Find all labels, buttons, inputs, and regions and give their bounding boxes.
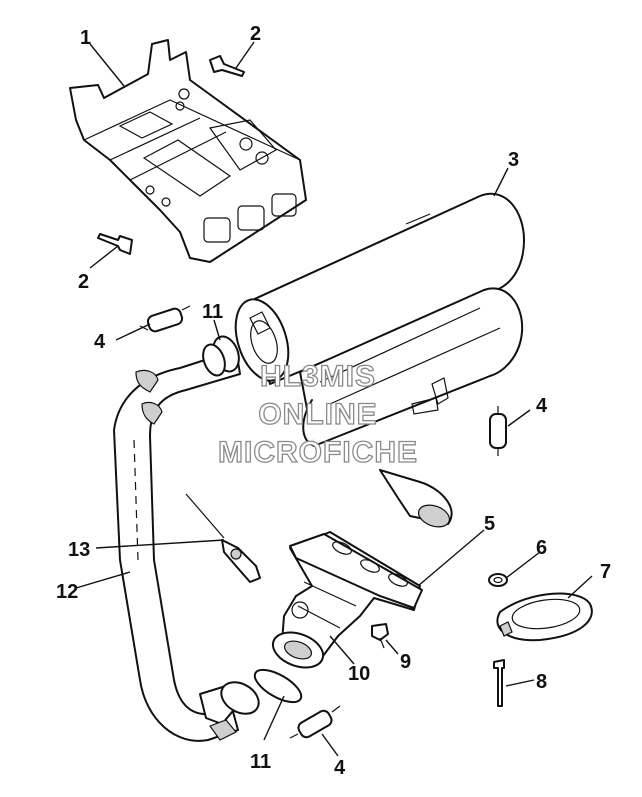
- callout-1: 1: [80, 27, 91, 49]
- watermark-line-3: MICROFICHE: [218, 436, 418, 469]
- sensor-icon: [185, 493, 261, 583]
- callout-3: 3: [508, 149, 519, 171]
- muffler-icon: [234, 193, 525, 528]
- rivet-icon: [493, 659, 505, 707]
- gasket-plate-icon: [496, 592, 593, 642]
- mounting-bracket-icon: [69, 39, 307, 263]
- callout-4-bottom: 4: [334, 757, 346, 779]
- callout-2-top: 2: [250, 23, 261, 45]
- callout-2-left: 2: [78, 271, 89, 293]
- callout-6: 6: [536, 537, 547, 559]
- washer-icon: [488, 573, 508, 587]
- rivet-icon: [97, 55, 245, 255]
- leader-lines: [75, 41, 593, 757]
- bolt-icon: [371, 623, 389, 649]
- spring-icon: [139, 305, 507, 739]
- seal-icon: [202, 335, 303, 704]
- callout-7: 7: [600, 561, 611, 583]
- callout-4-left: 4: [94, 331, 106, 353]
- callout-labels: 1 2 2 3 4 11 4 5 13 6 7 12 9 10 8 11 4: [56, 23, 611, 779]
- callout-10: 10: [348, 663, 370, 685]
- callout-9: 9: [400, 651, 411, 673]
- callout-11-top: 11: [202, 301, 223, 323]
- watermark: HL3MIS ONLINE MICROFICHE: [217, 359, 418, 469]
- callout-5: 5: [484, 513, 495, 535]
- callout-4-right: 4: [536, 395, 548, 417]
- callout-13: 13: [68, 539, 90, 561]
- callout-11-bottom: 11: [250, 751, 271, 773]
- callout-12: 12: [56, 581, 78, 603]
- gasket-icon: [289, 533, 423, 609]
- watermark-line-2: ONLINE: [258, 398, 377, 431]
- exhaust-pipe-icon: [113, 349, 260, 742]
- callout-8: 8: [536, 671, 547, 693]
- watermark-line-1: HL3MIS: [260, 360, 376, 393]
